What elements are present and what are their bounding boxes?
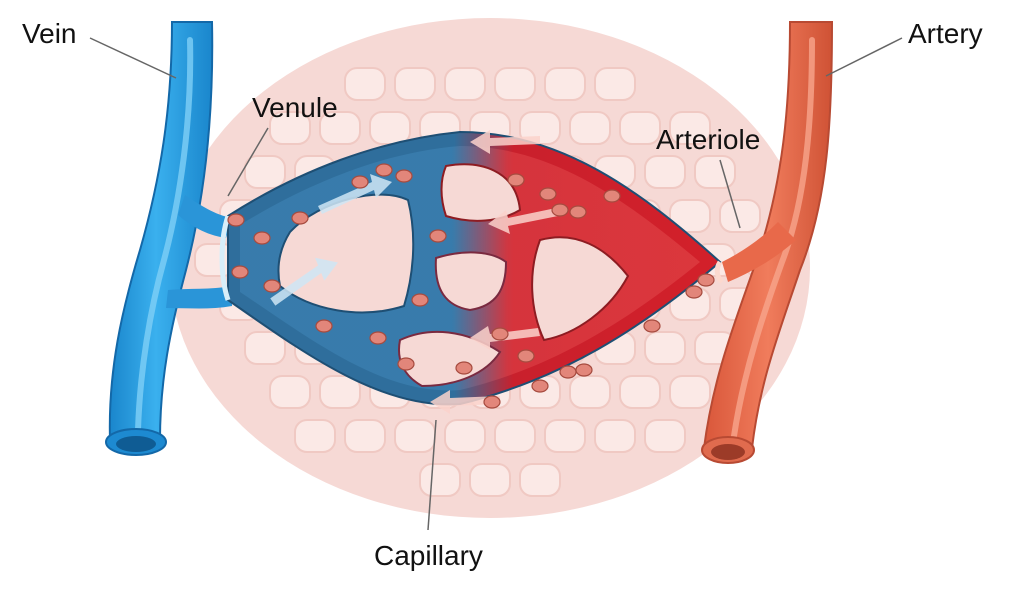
artery-label: Artery [908, 18, 983, 49]
red-blood-cell [575, 363, 593, 377]
arteriole-label: Arteriole [656, 124, 761, 155]
tissue-cell [394, 67, 436, 101]
red-blood-cell [491, 327, 509, 341]
tissue-cell [644, 419, 686, 453]
tissue-cell [319, 111, 361, 145]
tissue-cell [669, 111, 711, 145]
tissue-cell [444, 419, 486, 453]
red-blood-cell [227, 213, 245, 227]
tissue-cell [319, 375, 361, 409]
tissue-cell [619, 111, 661, 145]
red-blood-cell [539, 187, 557, 201]
tissue-cell [719, 199, 761, 233]
tissue-cell [669, 199, 711, 233]
leader-lines [89, 37, 903, 531]
capillary-label: Capillary [374, 540, 483, 571]
red-blood-cell [369, 331, 387, 345]
red-blood-cell [697, 273, 715, 287]
vein-vessel [105, 21, 232, 456]
vein-leader [89, 37, 177, 79]
red-blood-cell [291, 211, 309, 225]
tissue-cell [544, 67, 586, 101]
tissue-cell [519, 463, 561, 497]
tissue-cell [344, 419, 386, 453]
red-blood-cell [507, 173, 525, 187]
venule-label: Venule [252, 92, 338, 123]
capillary-network [219, 130, 724, 406]
tissue-cell [269, 375, 311, 409]
tissue-cell [569, 111, 611, 145]
tissue-cell [369, 111, 411, 145]
blood-cells [227, 163, 715, 409]
artery-leader [825, 37, 903, 77]
artery-vessel [701, 21, 834, 464]
red-blood-cell [483, 395, 501, 409]
tissue-cell [544, 419, 586, 453]
vein-label: Vein [22, 18, 77, 49]
arteriole-leader [719, 159, 741, 229]
red-blood-cell [375, 163, 393, 177]
tissue-cell [419, 463, 461, 497]
red-blood-cell [429, 229, 447, 243]
tissue-cell [294, 419, 336, 453]
red-blood-cell [351, 175, 369, 189]
red-blood-cell [531, 379, 549, 393]
red-blood-cell [253, 231, 271, 245]
tissue-cell [594, 419, 636, 453]
tissue-cell [619, 375, 661, 409]
tissue-cell [244, 155, 286, 189]
tissue-cell [394, 419, 436, 453]
red-blood-cell [569, 205, 587, 219]
red-blood-cell [551, 203, 569, 217]
tissue-cell [644, 331, 686, 365]
tissue-cell [644, 155, 686, 189]
tissue-cell [669, 375, 711, 409]
tissue-cell [494, 67, 536, 101]
red-blood-cell [263, 279, 281, 293]
red-blood-cell [395, 169, 413, 183]
tissue-cell [469, 463, 511, 497]
venule-leader [227, 127, 269, 197]
red-blood-cell [315, 319, 333, 333]
tissue-cell [244, 331, 286, 365]
tissue-cell [269, 111, 311, 145]
red-blood-cell [231, 265, 249, 279]
red-blood-cell [603, 189, 621, 203]
red-blood-cell [455, 361, 473, 375]
tissue-cell [344, 67, 386, 101]
red-blood-cell [411, 293, 429, 307]
red-blood-cell [397, 357, 415, 371]
red-blood-cell [685, 285, 703, 299]
red-blood-cell [559, 365, 577, 379]
tissue-cell [594, 67, 636, 101]
tissue-cell [494, 419, 536, 453]
red-blood-cell [643, 319, 661, 333]
capillary-leader [427, 419, 437, 531]
tissue-cell [694, 155, 736, 189]
tissue-cell [444, 67, 486, 101]
red-blood-cell [517, 349, 535, 363]
tissue-cell [569, 375, 611, 409]
